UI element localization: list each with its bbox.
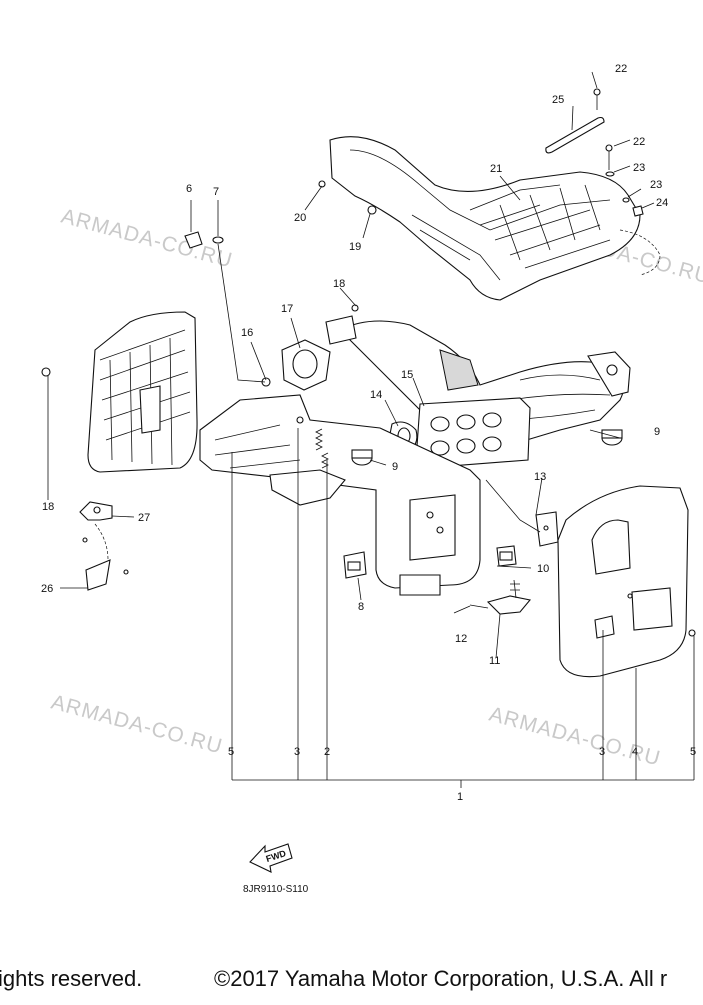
strap-25 [545, 116, 605, 154]
clip-10 [496, 545, 517, 567]
footer-right-text: ©2017 Yamaha Motor Corporation, U.S.A. A… [214, 966, 668, 991]
callout-24: 24 [656, 197, 668, 209]
fasteners-left [184, 231, 304, 424]
callout-22-top: 22 [615, 63, 627, 75]
callout-27: 27 [138, 512, 150, 524]
bracket-27 [79, 501, 129, 591]
callout-18-top: 18 [333, 278, 345, 290]
muffler-body [199, 394, 481, 596]
callout-14: 14 [370, 389, 382, 401]
callout-21: 21 [490, 163, 502, 175]
watermark-1: ARMADA-CO.RU [59, 205, 235, 273]
callout-18-left: 18 [42, 501, 54, 513]
callout-3-left: 3 [294, 746, 300, 758]
callout-7: 7 [213, 186, 219, 198]
gasket-15 [415, 397, 531, 469]
callout-10: 10 [537, 563, 549, 575]
callout-20: 20 [294, 212, 306, 224]
callout-4: 4 [632, 746, 638, 758]
callout-5-left: 5 [228, 746, 234, 758]
small-fasteners-top [318, 88, 661, 276]
callout-15: 15 [401, 369, 413, 381]
leader-lines [47, 71, 695, 788]
bracket-13 [485, 479, 559, 547]
heat-shield-upper [329, 136, 641, 301]
callout-12: 12 [455, 633, 467, 645]
callout-3-right: 3 [599, 746, 605, 758]
damper-9-left [351, 449, 373, 466]
callout-8: 8 [358, 601, 364, 613]
callout-11: 11 [489, 655, 500, 667]
callout-2: 2 [324, 746, 330, 758]
footer-left-text: ights reserved. [0, 966, 143, 991]
callout-17: 17 [281, 303, 293, 315]
callout-9-right: 9 [654, 426, 660, 438]
callout-23-mid: 23 [633, 162, 645, 174]
gasket-17 [281, 339, 331, 391]
callout-26: 26 [41, 583, 53, 595]
callout-23-low: 23 [650, 179, 662, 191]
copyright-footer: ights reserved. ©2017 Yamaha Motor Corpo… [0, 966, 703, 1000]
callout-6: 6 [186, 183, 192, 195]
watermark-5: ARMADA-CO.RU [487, 703, 663, 771]
callout-16: 16 [241, 327, 253, 339]
diagram-code: 8JR9110-S110 [243, 884, 309, 895]
callout-19: 19 [349, 241, 361, 253]
callout-9-left: 9 [392, 461, 398, 473]
fwd-arrow-icon: FWD [249, 843, 293, 873]
callout-22-mid: 22 [633, 136, 645, 148]
callout-13: 13 [534, 471, 546, 483]
callout-5-right: 5 [690, 746, 696, 758]
heat-shield-right [557, 485, 696, 678]
callout-1: 1 [457, 791, 463, 803]
flange-18 [325, 304, 359, 345]
heat-shield-left [41, 311, 198, 473]
bracket-11 [469, 579, 532, 615]
exhaust-manifold [339, 320, 631, 450]
callout-25: 25 [552, 94, 564, 106]
clip-8 [343, 551, 367, 579]
watermark-4: ARMADA-CO.RU [49, 691, 225, 759]
callout-labels: 6 7 16 17 18 20 19 21 22 25 22 23 23 24 … [41, 63, 696, 803]
